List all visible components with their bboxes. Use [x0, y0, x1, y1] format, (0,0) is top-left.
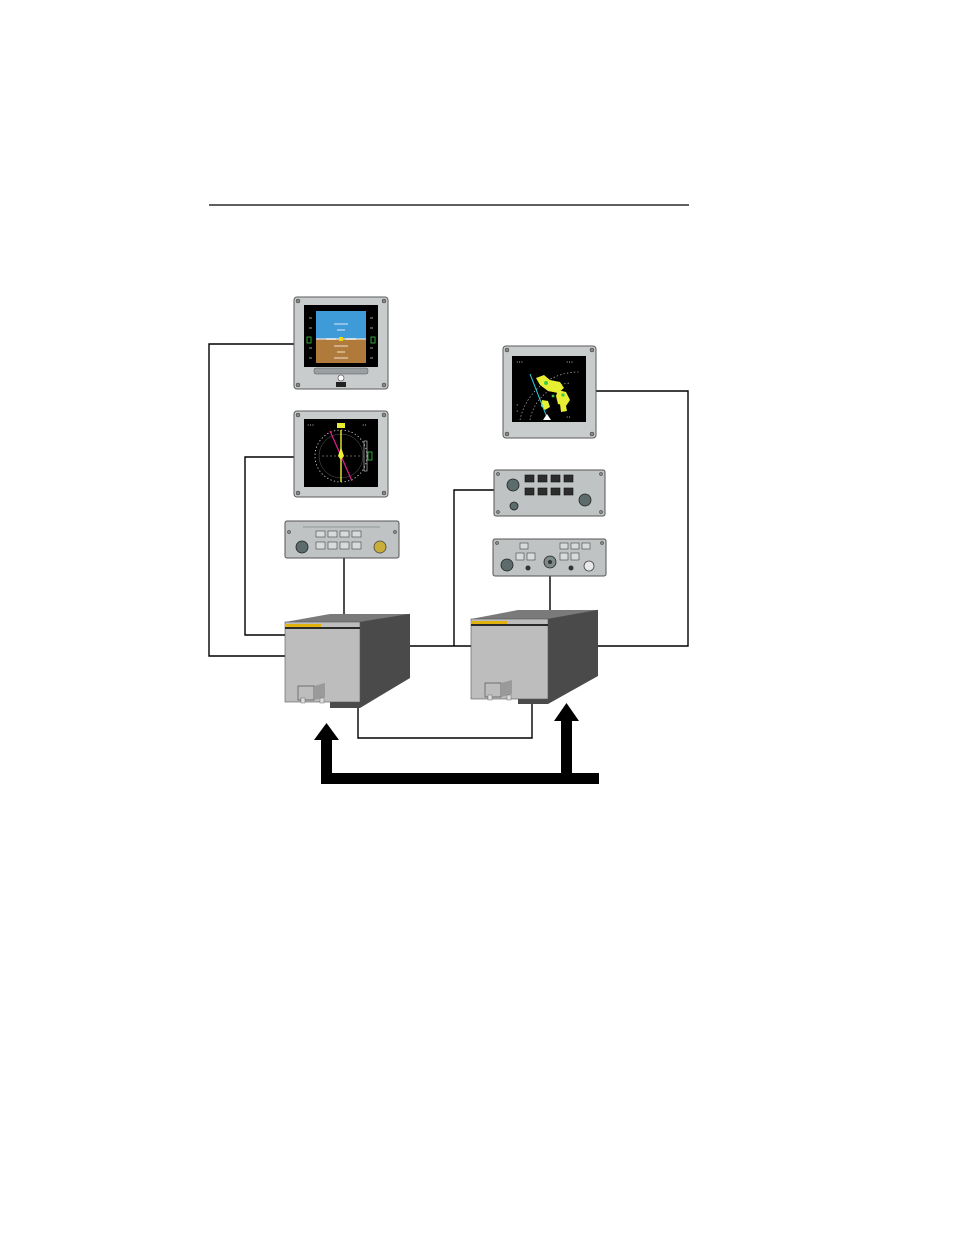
adi-sky	[316, 311, 366, 339]
symbol-generator-left	[285, 614, 410, 708]
svg-text:••: ••	[566, 416, 571, 420]
wire-lru-bottom-link	[358, 701, 532, 738]
arrow-up-left-icon	[314, 723, 339, 740]
weather-radar-display: ••• ••• •• ••	[503, 346, 596, 438]
symbol-generator-right	[471, 610, 598, 704]
lru-left-stripe	[285, 624, 321, 627]
radar-control-panel	[494, 470, 605, 516]
wire-adi-to-lru-left	[209, 344, 297, 656]
input-bus-arrows	[314, 703, 599, 784]
display-control-panel-right	[493, 539, 606, 576]
display-control-panel-left	[285, 521, 399, 558]
arrow-up-right-icon	[554, 703, 579, 721]
horizontal-situation-display: ••• ••	[294, 411, 388, 497]
svg-text:•••: •••	[566, 361, 573, 365]
svg-text:•••: •••	[516, 361, 523, 365]
svg-text:•: •	[516, 404, 518, 408]
lru-right-stripe	[471, 621, 507, 624]
connection-wires	[209, 344, 688, 738]
adi-ground	[316, 339, 366, 363]
left-panel-knob	[296, 541, 308, 553]
svg-text:•: •	[516, 410, 518, 414]
svg-text:•••: •••	[307, 424, 314, 428]
svg-text:••: ••	[362, 424, 367, 428]
attitude-display	[294, 297, 388, 389]
wire-wx-to-lru-right	[594, 391, 688, 646]
input-bus-line	[321, 773, 599, 784]
